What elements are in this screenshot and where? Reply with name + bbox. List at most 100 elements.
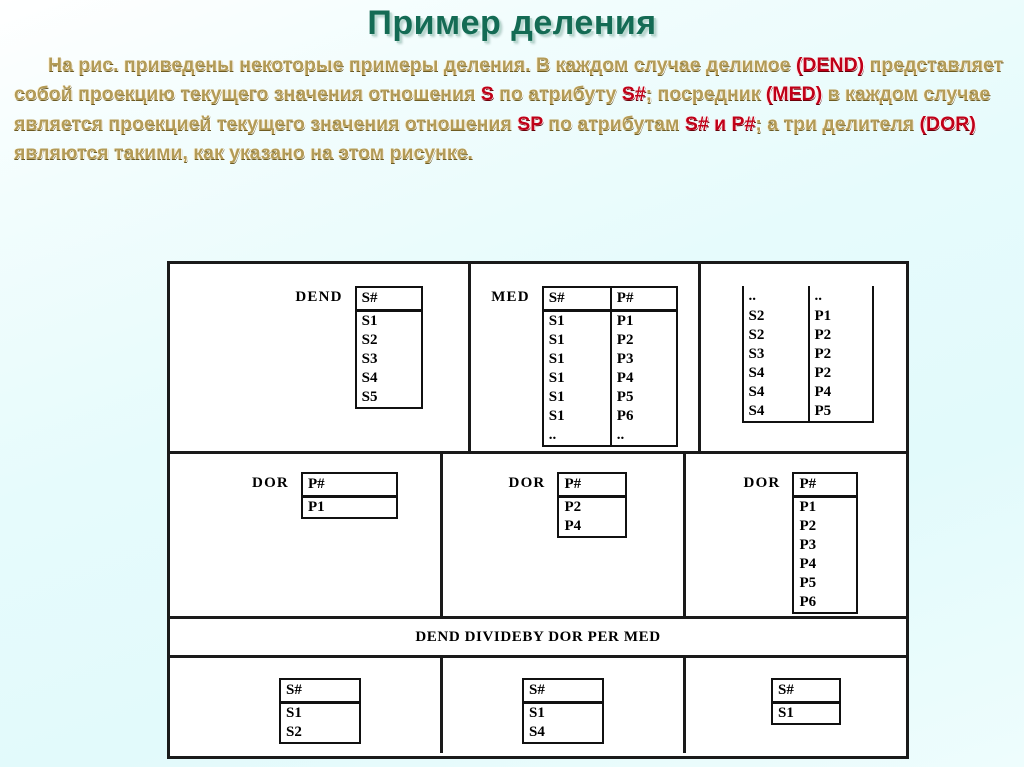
column-header: S# <box>778 682 794 698</box>
table-cell: P1 <box>799 499 817 515</box>
table-row: S1 P4 <box>544 369 676 388</box>
table-header-row: P# <box>302 474 396 498</box>
table-row: P1 <box>303 498 396 517</box>
table-cell: P6 <box>609 407 676 426</box>
column-header: S# <box>548 290 565 306</box>
table-body: P1 <box>303 498 396 517</box>
table-cell: S1 <box>778 705 794 721</box>
page-title: Пример деления <box>367 4 657 42</box>
table-cell: P2 <box>564 499 582 515</box>
table-cell: P1 <box>609 312 676 331</box>
table-row: S1 <box>281 704 359 723</box>
table-row: P5 <box>794 574 856 593</box>
column-header: .. <box>807 286 872 307</box>
table-cell: .. <box>609 426 676 445</box>
table-cell: S4 <box>748 403 765 419</box>
table-cell: S1 <box>361 313 378 329</box>
highlighted-term: (MED) <box>765 83 823 106</box>
description-paragraph: На рис. приведены некоторые примеры деле… <box>14 51 1010 168</box>
table-header-row: S# <box>524 680 602 704</box>
relation-name-med: MED <box>491 289 530 305</box>
column-header: P# <box>609 288 676 309</box>
table-row: P4 <box>559 517 625 536</box>
column-header: .. <box>748 288 757 304</box>
cell-dor-1: DOR P# P1 <box>170 454 440 616</box>
table-cell: P6 <box>799 594 817 610</box>
table-cell: S5 <box>361 389 378 405</box>
table-cell: S3 <box>748 346 765 362</box>
diagram-row-operation: DEND DIVIDEBY DOR PER MED <box>170 616 906 655</box>
table-header-row: P# <box>794 474 857 498</box>
cell-result-3: S# S1 <box>683 658 906 753</box>
table-row: S2 <box>357 331 421 350</box>
table-cell: S1 <box>548 370 565 386</box>
table-header-row: S# <box>356 288 421 312</box>
text-run: ; а три делителя <box>755 112 920 135</box>
relation-name-dor-2: DOR <box>508 475 546 491</box>
table-cell: P4 <box>609 369 676 388</box>
table-row: S1 P1 <box>544 312 676 331</box>
relation-name-dor-1: DOR <box>252 475 289 491</box>
table-cell: S2 <box>286 724 302 740</box>
table-cell: S4 <box>361 370 378 386</box>
table-cell: S1 <box>548 332 565 348</box>
text-run: по атрибуту <box>493 83 622 106</box>
table-result-3: S# S1 <box>771 678 841 725</box>
table-cell: S1 <box>548 351 565 367</box>
table-row: P4 <box>794 555 856 574</box>
table-cell: S2 <box>748 308 765 324</box>
table-cell: P1 <box>307 499 325 515</box>
table-header-row: S# <box>773 680 839 704</box>
highlighted-term: S# <box>621 83 646 106</box>
column-header: P# <box>307 476 325 492</box>
highlighted-term: (DOR) <box>919 112 976 135</box>
table-cell: P2 <box>807 364 872 383</box>
text-run: представляет собой проекцию текущего зна… <box>14 54 1004 106</box>
table-row: P1 <box>794 498 856 517</box>
table-row: P2 <box>794 517 856 536</box>
table-cell: S2 <box>361 332 378 348</box>
table-row: S1 <box>524 704 602 723</box>
text-run: по атрибутам <box>542 112 685 135</box>
table-cell: P5 <box>609 388 676 407</box>
relation-result-3: S# S1 <box>771 678 841 725</box>
table-row: P2 <box>559 498 625 517</box>
operation-label: DEND DIVIDEBY DOR PER MED <box>415 628 661 645</box>
table-dor-1: P# P1 <box>300 472 398 519</box>
table-header-row: S# <box>281 680 359 704</box>
text-run: являются такими, как указано на этом рис… <box>14 141 473 164</box>
table-cell: S1 <box>286 705 302 721</box>
relation-name-dor-3: DOR <box>743 475 781 491</box>
table-cell: S1 <box>548 313 565 329</box>
column-header: S# <box>361 290 378 306</box>
table-cell: P4 <box>799 556 817 572</box>
column-header: P# <box>799 476 817 492</box>
table-cell: P5 <box>799 575 817 591</box>
table-row: S2 <box>281 723 359 742</box>
